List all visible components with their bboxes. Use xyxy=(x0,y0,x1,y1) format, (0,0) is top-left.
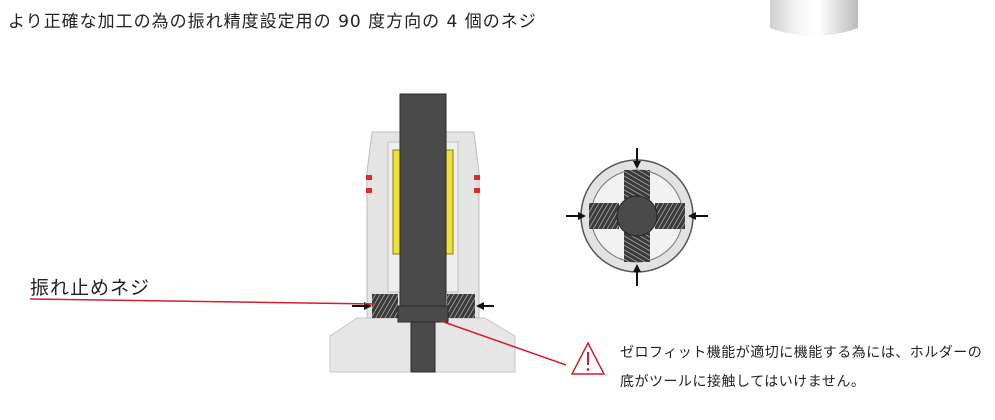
section-tool xyxy=(616,195,658,237)
arrow-right xyxy=(476,302,494,310)
pin-right-bottom xyxy=(474,188,480,193)
section-screw-left xyxy=(589,203,619,229)
runout-leader-line xyxy=(29,298,377,305)
diagram-heading: より正確な加工の為の振れ精度設定用の 90 度方向の 4 個のネジ xyxy=(8,12,537,32)
warning-leader-line xyxy=(440,320,567,366)
runout-screw-left xyxy=(372,294,398,318)
warning-triangle-icon xyxy=(570,341,606,375)
warning-text: ゼロフィット機能が適切に機能する為には、ホルダーの底がツールに接触してはいけませ… xyxy=(620,345,983,390)
insert-right xyxy=(445,149,454,255)
pin-left-top xyxy=(366,175,372,180)
section-screw-top xyxy=(624,170,650,200)
holder-section xyxy=(329,93,516,373)
pin-right-top xyxy=(474,175,480,180)
section-screw-right xyxy=(655,203,685,229)
cross-section-view xyxy=(566,148,708,286)
section-screw-bottom xyxy=(624,232,650,262)
cylinder-image xyxy=(770,0,858,36)
pin-left-bottom xyxy=(366,188,372,193)
insert-left xyxy=(392,149,401,255)
runout-screw-right xyxy=(447,294,475,318)
runout-screw-label: 振れ止めネジ xyxy=(30,277,151,299)
tool-shank xyxy=(399,93,447,319)
